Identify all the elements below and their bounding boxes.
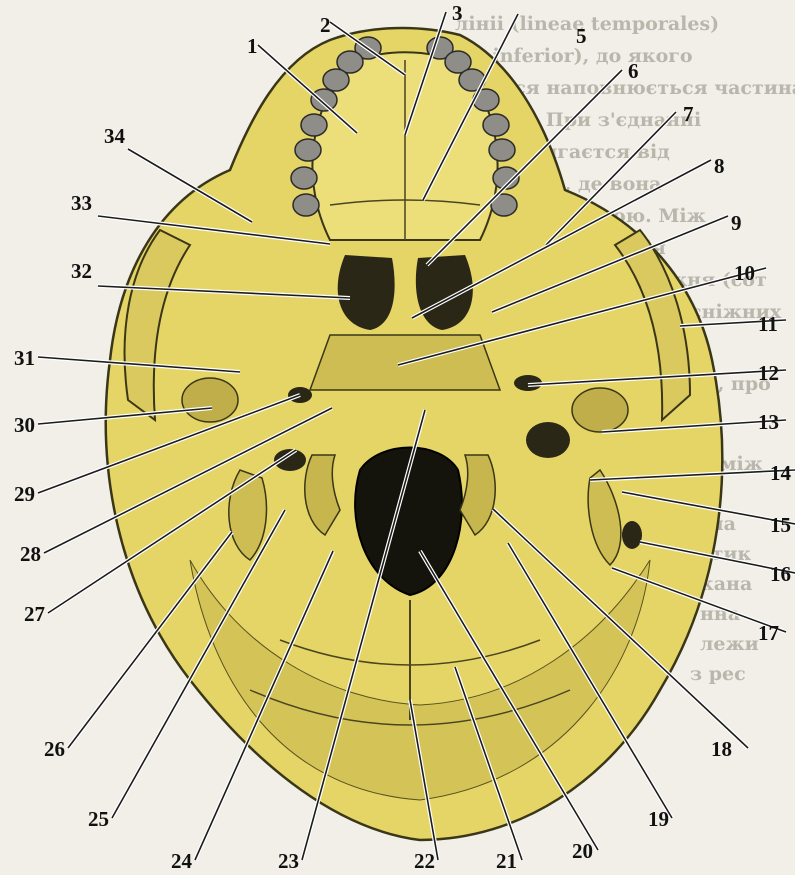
label-number-15: 15 bbox=[770, 513, 791, 537]
label-number-31: 31 bbox=[14, 346, 35, 370]
label-number-8: 8 bbox=[714, 154, 725, 178]
label-number-23: 23 bbox=[278, 849, 299, 873]
mandibular-fossa-left bbox=[182, 378, 238, 422]
label-number-28: 28 bbox=[20, 542, 41, 566]
label-number-20: 20 bbox=[572, 839, 593, 863]
label-number-3: 3 bbox=[452, 1, 463, 25]
label-number-34: 34 bbox=[104, 124, 126, 148]
stylomastoid-right bbox=[622, 521, 642, 549]
label-number-33: 33 bbox=[71, 191, 92, 215]
tooth bbox=[323, 69, 349, 91]
label-number-13: 13 bbox=[758, 410, 779, 434]
label-number-22: 22 bbox=[414, 849, 435, 873]
tooth bbox=[489, 139, 515, 161]
label-number-10: 10 bbox=[734, 261, 755, 285]
tooth bbox=[483, 114, 509, 136]
background-text-line: лініі (lineae temporales) bbox=[455, 13, 719, 35]
label-number-24: 24 bbox=[171, 849, 193, 873]
label-number-18: 18 bbox=[711, 737, 732, 761]
tooth bbox=[311, 89, 337, 111]
tooth bbox=[301, 114, 327, 136]
label-number-19: 19 bbox=[648, 807, 669, 831]
label-number-2: 2 bbox=[320, 13, 331, 37]
label-number-12: 12 bbox=[758, 361, 779, 385]
background-text-line: лежи bbox=[700, 633, 759, 655]
label-number-25: 25 bbox=[88, 807, 109, 831]
tooth bbox=[293, 194, 319, 216]
label-number-7: 7 bbox=[683, 102, 694, 126]
label-number-26: 26 bbox=[44, 737, 65, 761]
label-number-21: 21 bbox=[496, 849, 517, 873]
label-number-11: 11 bbox=[758, 312, 778, 336]
label-number-29: 29 bbox=[14, 482, 35, 506]
tooth bbox=[291, 167, 317, 189]
label-number-6: 6 bbox=[628, 59, 639, 83]
label-number-5: 5 bbox=[576, 24, 587, 48]
label-number-17: 17 bbox=[758, 621, 779, 645]
label-number-32: 32 bbox=[71, 259, 92, 283]
background-text-line: з рес bbox=[690, 663, 746, 685]
label-number-16: 16 bbox=[770, 562, 791, 586]
mandibular-fossa-right bbox=[572, 388, 628, 432]
carotid-canal-right bbox=[526, 422, 570, 458]
label-number-9: 9 bbox=[731, 211, 742, 235]
label-number-30: 30 bbox=[14, 413, 35, 437]
tooth bbox=[295, 139, 321, 161]
label-number-1: 1 bbox=[247, 34, 258, 58]
label-number-14: 14 bbox=[770, 461, 792, 485]
label-number-27: 27 bbox=[24, 602, 45, 626]
